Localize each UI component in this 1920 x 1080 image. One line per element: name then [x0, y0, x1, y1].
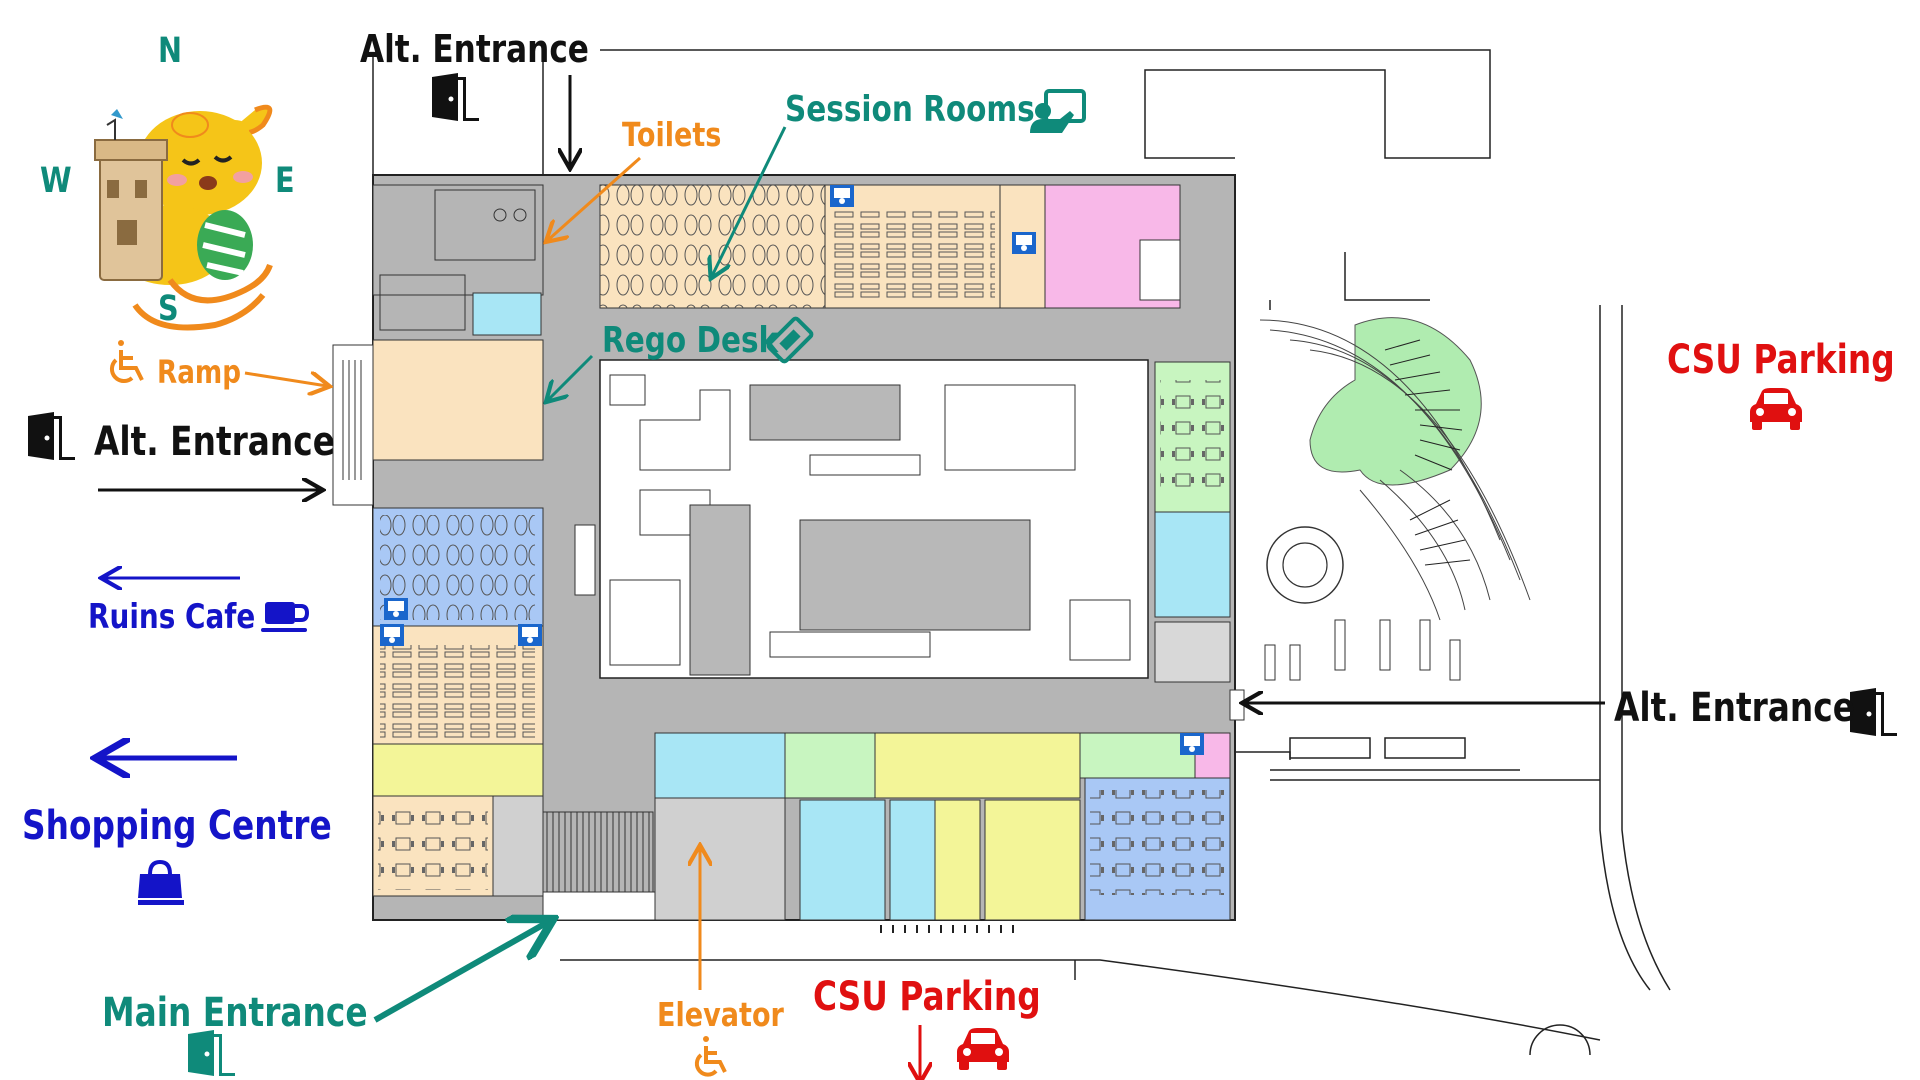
ticket-icon — [766, 316, 814, 364]
building — [332, 174, 1245, 933]
csu-parking-bottom-label: CSU Parking — [813, 974, 1041, 1020]
door-icon — [1850, 688, 1897, 736]
main-entrance-label: Main Entrance — [102, 990, 368, 1036]
ramp-label: Ramp — [157, 353, 242, 391]
csu-parking-right-label: CSU Parking — [1667, 337, 1895, 383]
toilets-label: Toilets — [622, 115, 722, 154]
ruins-cafe-label: Ruins Cafe — [88, 597, 256, 637]
presenter-icon — [1180, 733, 1204, 755]
presenter-icon — [1012, 232, 1036, 254]
car-icon — [1750, 388, 1802, 430]
door-icon — [28, 412, 75, 460]
alt-entrance-top-label: Alt. Entrance — [360, 27, 589, 71]
shopping-centre-label: Shopping Centre — [22, 803, 332, 849]
presenter-icons — [380, 185, 1204, 755]
arrow-rego-desk — [548, 354, 594, 400]
compass-south: S — [158, 289, 179, 329]
presenter-icon — [830, 185, 854, 207]
shopping-bag-icon — [138, 859, 184, 905]
alt-entrance-right-label: Alt. Entrance — [1614, 685, 1855, 731]
coffee-cup-icon — [261, 602, 310, 632]
compass-east: E — [275, 161, 295, 201]
door-icon — [432, 73, 479, 121]
wheelchair-icon — [109, 340, 144, 384]
presenter-icon — [384, 598, 408, 620]
door-icon — [188, 1030, 235, 1076]
car-icon — [957, 1028, 1009, 1070]
wheelchair-icon — [694, 1036, 727, 1077]
elevator-label: Elevator — [657, 995, 784, 1034]
garden — [1259, 317, 1531, 681]
arrow-ramp — [244, 373, 327, 386]
compass-west: W — [40, 161, 72, 201]
compass-north: N — [158, 31, 183, 71]
presenter-icon — [380, 624, 404, 646]
alt-entrance-left-label: Alt. Entrance — [94, 419, 335, 465]
arrow-main-entrance — [373, 922, 548, 1023]
arrow-session-rooms — [712, 126, 787, 276]
presenter-icon — [1030, 89, 1086, 133]
arrow-toilets — [548, 156, 641, 240]
rego-desk-label: Rego Desk — [602, 320, 779, 361]
pointer-arrows — [98, 75, 1605, 1080]
session-rooms-label: Session Rooms — [785, 89, 1035, 130]
wapuu-mascot-icon — [94, 104, 273, 331]
presenter-icon — [518, 624, 542, 646]
